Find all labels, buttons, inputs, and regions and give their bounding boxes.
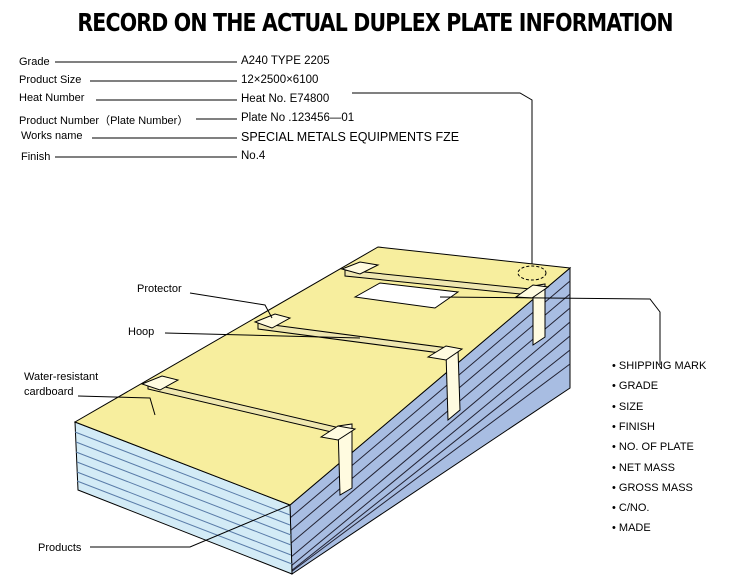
callout-protector: Protector [137,283,182,295]
callout-cardboard: Water-resistant [24,371,99,383]
field-value: A240 TYPE 2205 [241,55,330,67]
shipping-mark-item: • SHIPPING MARK [612,360,707,372]
field-label: Grade [19,56,50,68]
heat-number-leader [352,92,533,265]
field-value: 12×2500×6100 [241,74,319,86]
field-label: Heat Number [19,92,85,104]
protectors [140,261,550,441]
shipping-mark-item: • NO. OF PLATE [612,441,694,454]
diagram-title: RECORD ON THE ACTUAL DUPLEX PLATE INFORM… [77,8,673,37]
bundle-top [73,246,572,506]
plate-lines-right [289,280,571,573]
heat-number-stamp [517,265,547,281]
field-value: Heat No. E74800 [241,93,330,105]
callout-cardboard: cardboard [24,386,74,398]
shipping-mark-item: • GRADE [612,380,659,393]
plate-lines-front [74,431,293,565]
field-leaders [55,61,237,158]
shipping-mark-item: • MADE [612,522,651,535]
field-label: Finish [21,151,51,163]
shipping-mark-item: • NET MASS [612,461,675,474]
field-value: Plate No .123456—01 [241,112,355,124]
field-label: Product Number（Plate Number） [19,115,189,127]
field-value: No.4 [241,150,266,162]
shipping-mark-item: • GROSS MASS [612,481,693,494]
shipping-mark-item: • FINISH [612,420,655,433]
shipping-label [353,282,460,309]
shipping-mark-item: • SIZE [612,400,644,413]
field-value: SPECIAL METALS EQUIPMENTS FZE [241,130,460,144]
callout-products: Products [38,542,82,554]
field-label: Product Size [19,74,82,86]
shipping-mark-item: • C/NO. [612,502,650,515]
callout-hoop: Hoop [128,326,155,338]
callout-leaders [77,292,661,548]
field-label: Works name [21,130,83,142]
